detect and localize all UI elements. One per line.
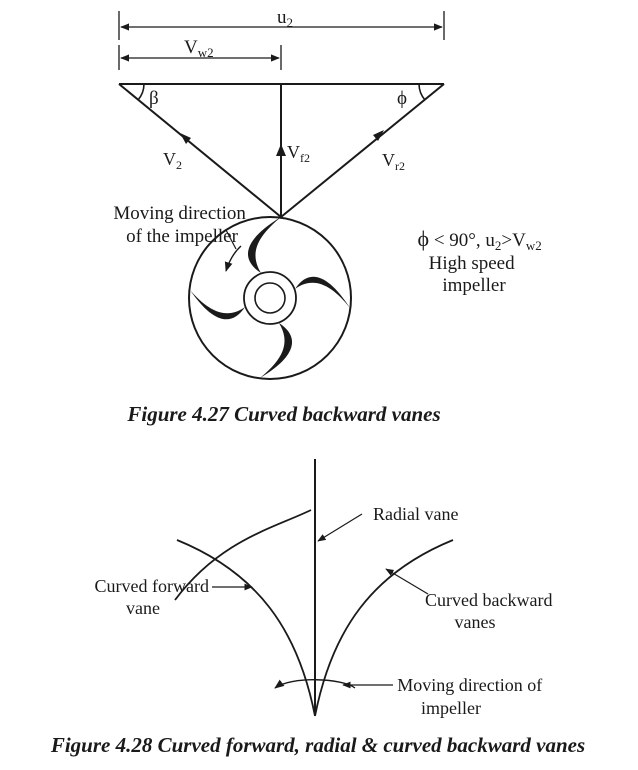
impeller-vane-right bbox=[295, 276, 350, 308]
curved-forward-vane-top-ghost bbox=[174, 509, 312, 601]
moving-direction-428-label: Moving direction of impeller bbox=[397, 675, 546, 718]
impeller-vane-bottom bbox=[260, 323, 293, 378]
backward-vane-leader bbox=[385, 568, 429, 595]
phi-arc bbox=[418, 83, 426, 101]
impeller-vane-left bbox=[190, 290, 245, 320]
vw2-dimension bbox=[118, 45, 282, 70]
curved-backward-vane bbox=[314, 539, 454, 717]
u2-label: u2 bbox=[277, 7, 293, 30]
impeller bbox=[188, 216, 352, 380]
figure-4-28-caption: Figure 4.28 Curved forward, radial & cur… bbox=[50, 733, 585, 757]
v2-arrowhead bbox=[180, 133, 191, 144]
impeller-hub-outer bbox=[243, 271, 297, 325]
curved-forward-vane bbox=[176, 539, 316, 717]
vf2-label: Vf2 bbox=[287, 142, 310, 165]
phi-label: ϕ bbox=[397, 88, 407, 109]
curved-forward-vane-label: Curved forward vane bbox=[95, 576, 214, 618]
rotation-arrow-428 bbox=[274, 679, 356, 689]
figure-4-28: Radial vane Curved forward vane Curved b… bbox=[50, 459, 585, 757]
moving-direction-leader bbox=[225, 229, 237, 250]
v2-line bbox=[118, 83, 282, 218]
vr2-arrowhead bbox=[373, 130, 384, 141]
condition-label: ϕ < 90°, u2>Vw2 High speed impeller bbox=[418, 226, 547, 296]
u2-dimension bbox=[118, 11, 445, 40]
beta-arc bbox=[137, 83, 145, 101]
velocity-triangle bbox=[118, 83, 445, 218]
v2-label: V2 bbox=[163, 149, 182, 172]
vw2-label: Vw2 bbox=[184, 37, 214, 60]
beta-label: β bbox=[149, 88, 159, 109]
radial-vane-leader bbox=[317, 513, 363, 542]
rotation-arrow bbox=[224, 245, 242, 272]
figure-4-27-caption: Figure 4.27 Curved backward vanes bbox=[126, 402, 440, 426]
impeller-hub-inner bbox=[254, 282, 286, 314]
impeller-vane-top bbox=[247, 217, 281, 273]
vr2-line bbox=[280, 83, 445, 218]
radial-vane-label: Radial vane bbox=[373, 504, 458, 524]
vf2-arrowhead bbox=[276, 144, 286, 156]
figure-4-27: u2 Vw2 β ϕ V2 Vf2 Vr2 bbox=[113, 7, 547, 426]
curved-backward-vane-label: Curved backward vanes bbox=[425, 590, 557, 632]
impeller-outer-ring bbox=[188, 216, 352, 380]
vr2-label: Vr2 bbox=[382, 150, 405, 173]
moving-direction-label: Moving direction of the impeller bbox=[113, 203, 250, 247]
